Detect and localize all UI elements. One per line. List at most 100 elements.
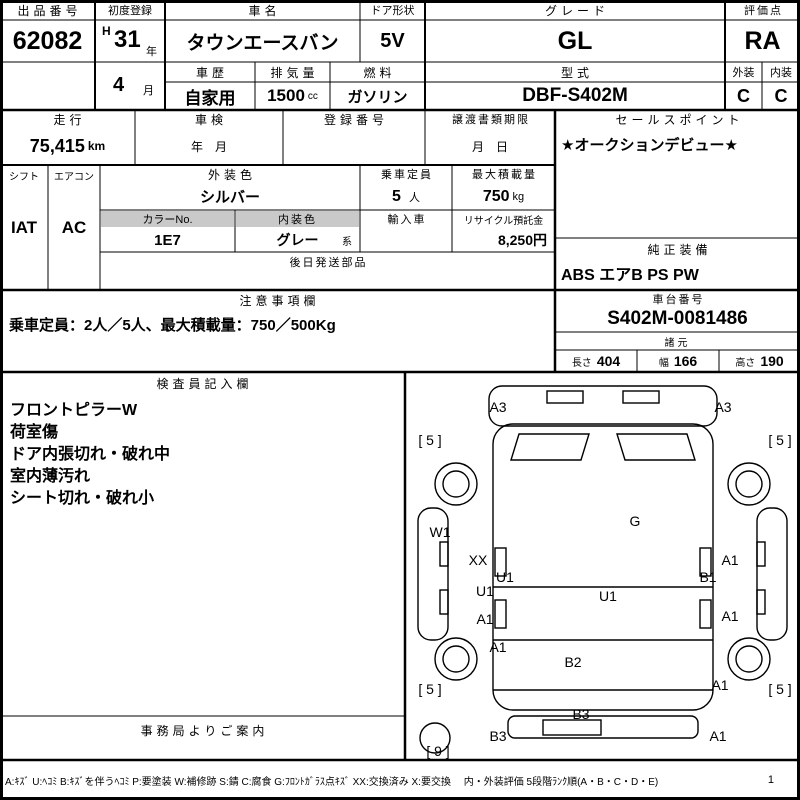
aircon-value: AC xyxy=(61,218,87,237)
wheel-front-right-rim xyxy=(735,470,763,498)
marker-spare-tire: [ 9 ] xyxy=(426,743,449,759)
spec-width-value: 166 xyxy=(673,353,698,369)
first-reg-month-cell: 4 月 xyxy=(95,62,165,110)
marker-a1-left-rear: A1 xyxy=(476,611,493,627)
marker-xx-left-door: XX xyxy=(469,552,488,568)
legend: A:ｷｽﾞ U:ﾍｺﾐ B:ｷｽﾞを伴うﾍｺﾐ P:要塗装 W:補修跡 S:錆 … xyxy=(0,760,800,800)
marker-u1-center: U1 xyxy=(599,588,617,604)
marker-a1-right-rear: A1 xyxy=(721,608,738,624)
spec-height-value: 190 xyxy=(760,353,784,369)
spec-length: 長さ 404 xyxy=(555,350,637,372)
right-side-view xyxy=(756,507,788,641)
page-number: 1 xyxy=(767,774,774,786)
mileage-value: 75,415 km xyxy=(0,128,135,164)
marker-w1-left-side: W1 xyxy=(430,524,451,540)
spec-width-label: 幅 xyxy=(658,357,669,369)
caution-label: 注意事項欄 xyxy=(239,293,320,308)
first-reg-year: 31 xyxy=(114,26,141,53)
first-reg-era: H xyxy=(102,24,111,38)
displacement-value: 1500 cc xyxy=(255,82,330,110)
right-side-window-2 xyxy=(756,589,766,615)
spec-label: 諸元 xyxy=(664,337,691,349)
shift-value: IAT xyxy=(10,218,38,237)
exterior-score: C xyxy=(737,85,750,106)
score-label: 評価点 xyxy=(744,5,783,17)
marker-tire-front-right: [ 5 ] xyxy=(768,432,791,448)
first-reg-year-unit: 年 xyxy=(146,46,157,58)
wheel-rear-left-rim xyxy=(442,645,470,673)
model-label: 型式 xyxy=(560,65,593,80)
transfer-deadline-label: 譲渡書類期限 xyxy=(452,114,530,126)
first-reg-month-unit: 月 xyxy=(143,85,154,97)
inspector-note: 室内薄汚れ xyxy=(10,468,91,485)
wheel-front-right xyxy=(727,462,771,506)
transfer-deadline-value: 月 日 xyxy=(471,139,508,154)
windshield-right xyxy=(616,433,696,461)
marker-b2-rear-center: B2 xyxy=(564,654,581,670)
fuel-label: 燃料 xyxy=(363,65,396,80)
mileage-label: 走行 xyxy=(53,112,86,127)
exterior-color-value: シルバー xyxy=(199,189,260,206)
capacity-value: 5 人 xyxy=(360,183,452,210)
interior-color-cell: グレー 系 xyxy=(235,228,360,252)
vehicle-diagram: A3 A3 [ 5 ] [ 5 ] W1 XX U1 A1 U1 B1 G U1… xyxy=(417,385,792,759)
car-name-value: タウンエースバン xyxy=(186,32,339,54)
inspector-label: 検査員記入欄 xyxy=(156,376,253,391)
auction-no-value: 62082 xyxy=(12,26,83,55)
spec-width: 幅 166 xyxy=(637,350,719,372)
car-name-label: 車名 xyxy=(248,3,281,18)
interior-color-unit: 系 xyxy=(342,237,352,248)
auction-no-label: 出品番号 xyxy=(17,3,82,18)
marker-a1-left-panel: A1 xyxy=(489,639,506,655)
capacity-label: 乗車定員 xyxy=(381,169,433,181)
max-load-unit: kg xyxy=(512,190,525,203)
history-label: 車歴 xyxy=(195,65,228,80)
shift-label: シフト xyxy=(9,171,39,183)
spec-length-label: 長さ xyxy=(571,357,592,369)
mileage-number: 75,415 xyxy=(29,135,85,156)
door-shape-label: ドア形状 xyxy=(370,5,415,17)
color-no-value: 1E7 xyxy=(154,231,181,249)
capacity-unit: 人 xyxy=(408,191,420,204)
marker-b1-right-mid: B1 xyxy=(699,569,716,585)
wheel-rear-left xyxy=(434,637,478,681)
equipment-value: ABS エアB PS PW xyxy=(561,267,699,284)
interior-color-label: 内装色 xyxy=(236,211,359,227)
score-value: RA xyxy=(744,26,781,55)
max-load-number: 750 xyxy=(482,187,510,205)
capacity-number: 5 xyxy=(392,187,401,205)
marker-a1-right-door: A1 xyxy=(721,552,738,568)
first-reg-year-cell: H 31 年 xyxy=(95,20,165,62)
spec-length-value: 404 xyxy=(596,353,621,369)
displacement-label: 排気量 xyxy=(270,65,319,80)
rear-license-plate xyxy=(542,719,602,736)
marker-u1-left-door: U1 xyxy=(496,569,514,585)
right-rear-door-panel xyxy=(699,599,712,629)
grade-label: グレード xyxy=(544,3,609,18)
marker-a3-front-right: A3 xyxy=(714,399,731,415)
exterior-color-label: 外装色 xyxy=(207,167,256,182)
front-grille-right xyxy=(622,390,660,404)
marker-b3-rear-gate: B3 xyxy=(572,706,589,722)
inspector-note: ドア内張切れ・破れ中 xyxy=(10,446,171,463)
marker-b3-rear-bumper: B3 xyxy=(489,728,506,744)
door-shape-value: 5V xyxy=(380,29,405,52)
marker-tire-rear-left: [ 5 ] xyxy=(418,681,441,697)
wheel-front-left-rim xyxy=(442,470,470,498)
damage-markers: A3 A3 [ 5 ] [ 5 ] W1 XX U1 A1 U1 B1 G U1… xyxy=(418,399,791,759)
fuel-value: ガソリン xyxy=(347,88,408,106)
sales-point-label: セールスポイント xyxy=(615,112,744,127)
import-car-label: 輸入車 xyxy=(387,214,427,226)
registration-no-label: 登録番号 xyxy=(323,112,388,127)
left-side-window-2 xyxy=(439,589,449,615)
chassis-no-label: 車台番号 xyxy=(652,293,705,306)
later-parts-label: 後日発送部品 xyxy=(289,256,368,269)
rear-bumper xyxy=(507,715,699,739)
marker-a1-rear-corner: A1 xyxy=(711,677,728,693)
chassis-no-value: S402M-0081486 xyxy=(607,308,748,329)
wheel-rear-right xyxy=(727,637,771,681)
first-reg-label: 初度登録 xyxy=(108,5,152,17)
spec-height: 高さ 190 xyxy=(719,350,800,372)
recycle-deposit-value: 8,250円 xyxy=(497,232,547,248)
